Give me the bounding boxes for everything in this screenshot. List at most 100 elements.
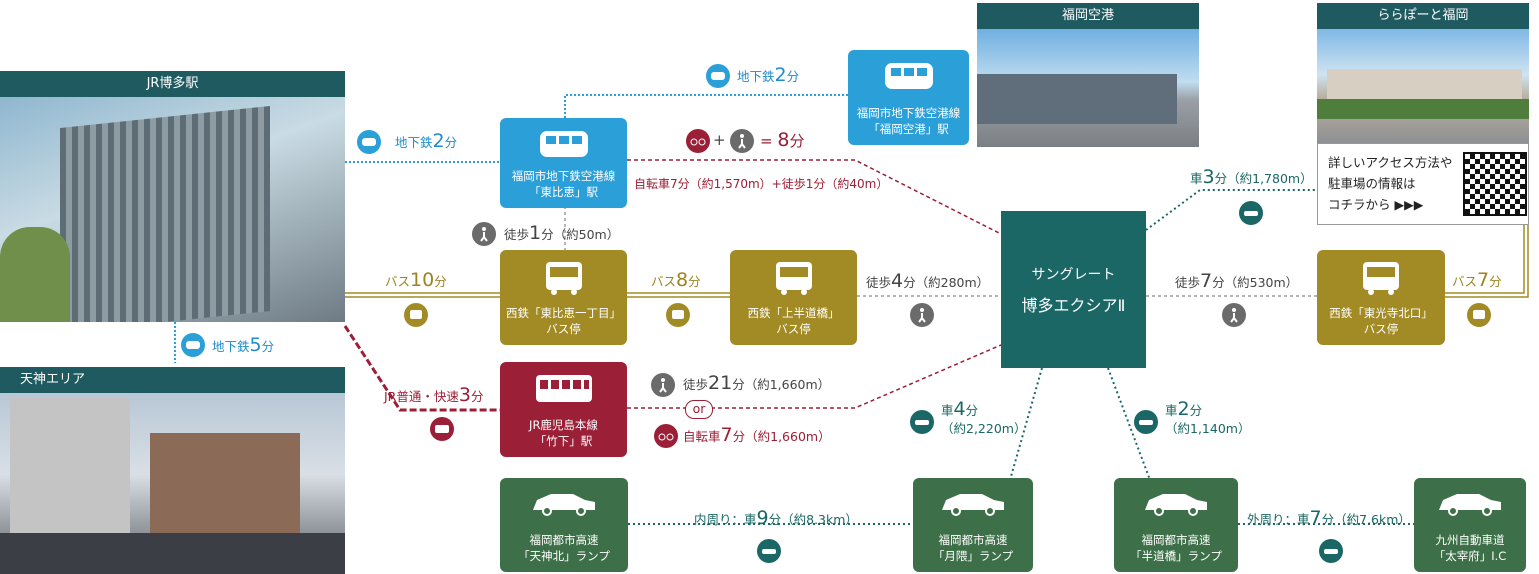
bus-icon bbox=[545, 262, 582, 295]
stop-type: バス停 bbox=[1363, 322, 1399, 336]
ic-dazaifu: 九州自動車道 「太宰府」I.C bbox=[1414, 478, 1526, 572]
route-car-3: 車3分（約1,780m） bbox=[1190, 166, 1313, 188]
route-bus-10: バス10分 bbox=[385, 269, 447, 291]
qr-code-icon[interactable] bbox=[1463, 152, 1527, 216]
walking-icon bbox=[730, 129, 754, 153]
station-name: 「福岡空港」駅 bbox=[868, 122, 949, 136]
car-icon bbox=[1439, 494, 1501, 516]
airport-title: 福岡空港 bbox=[977, 3, 1199, 29]
station-line: JR鹿児島本線 bbox=[529, 418, 598, 432]
subway-icon bbox=[357, 130, 381, 154]
ramp-gekkuma: 福岡都市高速 「月隈」ランプ bbox=[913, 478, 1033, 572]
station-name: 「東比恵」駅 bbox=[529, 185, 598, 199]
route-jr: JR普通・快速3分 bbox=[384, 384, 484, 406]
bus-icon bbox=[666, 303, 690, 327]
car-icon bbox=[910, 410, 934, 434]
subway-icon bbox=[706, 64, 730, 88]
route-inner-loop: 内周り：車9分（約8.3km） bbox=[694, 507, 858, 529]
center-line-2: 博多エクシアⅡ bbox=[1021, 295, 1126, 315]
walking-icon bbox=[651, 373, 675, 397]
jr-hakata-title: JR博多駅 bbox=[0, 71, 345, 97]
station-line: 福岡市地下鉄空港線 bbox=[856, 106, 961, 120]
route-car-4: 車4分（約2,220m） bbox=[941, 398, 1027, 437]
bicycle-icon bbox=[686, 129, 710, 153]
bus-line-8 bbox=[627, 292, 730, 298]
route-walk-21: 徒歩21分（約1,660m） bbox=[683, 372, 831, 394]
bus-stop-kamihandou: 西鉄「上半道橋」 バス停 bbox=[730, 250, 857, 345]
ramp-line: 福岡都市高速 bbox=[938, 533, 1008, 547]
train-icon bbox=[884, 63, 933, 89]
tenjin-title: 天神エリア bbox=[0, 367, 345, 393]
stop-type: バス停 bbox=[546, 322, 581, 336]
ramp-name: 「半道橋」ランプ bbox=[1130, 549, 1222, 563]
ramp-line: 福岡都市高速 bbox=[529, 533, 599, 547]
station-takeshita: JR鹿児島本線 「竹下」駅 bbox=[500, 362, 627, 457]
route-outer-loop: 外周り：車7分（約7.6km） bbox=[1247, 507, 1411, 529]
route-bike-7: 自転車7分（約1,660m） bbox=[683, 424, 831, 446]
car-icon bbox=[1319, 539, 1343, 563]
plus-sign: + bbox=[713, 131, 726, 149]
station-line: 福岡市地下鉄空港線 bbox=[511, 169, 616, 183]
route-walk-4: 徒歩4分（約280m） bbox=[866, 270, 990, 292]
route-walk-7: 徒歩7分（約530m） bbox=[1175, 270, 1299, 292]
bus-icon bbox=[1363, 262, 1399, 295]
car-icon bbox=[1145, 494, 1207, 516]
route-bike-walk-detail: 自転車7分（約1,570m）+徒歩1分（約40m） bbox=[634, 177, 889, 191]
tenjin-photo bbox=[0, 393, 345, 574]
train-icon bbox=[539, 131, 588, 157]
stop-name: 西鉄「東比恵一丁目」 bbox=[506, 306, 621, 320]
bike-line-higashihie bbox=[627, 159, 1002, 235]
car-icon bbox=[1239, 201, 1263, 225]
stop-name: 西鉄「上半道橋」 bbox=[747, 306, 840, 320]
ic-line: 九州自動車道 bbox=[1435, 533, 1505, 547]
car-icon bbox=[942, 494, 1004, 516]
route-bus-7: バス7分 bbox=[1452, 269, 1502, 291]
bus-stop-higashihie: 西鉄「東比恵一丁目」 バス停 bbox=[500, 250, 627, 345]
ramp-handoubashi: 福岡都市高速 「半道橋」ランプ bbox=[1114, 478, 1238, 572]
walking-icon bbox=[472, 222, 496, 246]
route-bus-8: バス8分 bbox=[651, 269, 701, 291]
ramp-tenjinkita: 福岡都市高速 「天神北」ランプ bbox=[500, 478, 628, 572]
bus-icon bbox=[404, 303, 428, 327]
route-subway-tenjin: 地下鉄5分 bbox=[212, 334, 275, 356]
subway-line-airport bbox=[564, 94, 848, 118]
qr-text-2: 駐車場の情報は bbox=[1328, 176, 1416, 191]
bicycle-icon bbox=[654, 424, 678, 448]
bus-line-7 bbox=[1445, 225, 1529, 298]
car-icon bbox=[1134, 410, 1158, 434]
ramp-line: 福岡都市高速 bbox=[1141, 533, 1211, 547]
stop-name: 西鉄「東光寺北口」 bbox=[1329, 306, 1433, 320]
walking-icon bbox=[910, 303, 934, 327]
subway-icon bbox=[181, 333, 205, 357]
route-bike-walk-total: = 8分 bbox=[760, 129, 805, 151]
jr-line bbox=[343, 325, 500, 412]
route-subway-airport: 地下鉄2分 bbox=[737, 64, 800, 86]
car-icon bbox=[533, 494, 595, 516]
route-walk-1: 徒歩1分（約50m） bbox=[504, 222, 620, 244]
or-badge: or bbox=[685, 400, 713, 419]
bus-stop-higashikouji: 西鉄「東光寺北口」 バス停 bbox=[1317, 250, 1445, 345]
stop-type: バス停 bbox=[776, 322, 811, 336]
bus-icon bbox=[775, 262, 812, 295]
walking-icon bbox=[1222, 303, 1246, 327]
sungrate-hakata-exia: サングレート 博多エクシアⅡ bbox=[1001, 211, 1146, 368]
lalaport-photo bbox=[1317, 29, 1529, 143]
bike-line-takeshita bbox=[627, 344, 1002, 409]
route-car-2: 車2分（約1,140m） bbox=[1165, 398, 1251, 437]
lalaport-title: ららぽーと福岡 bbox=[1317, 3, 1529, 29]
qr-info-box[interactable]: 詳しいアクセス方法や 駐車場の情報は コチラから ▶▶▶ bbox=[1317, 143, 1529, 225]
center-line-1: サングレート bbox=[1031, 266, 1116, 283]
bus-icon bbox=[1467, 303, 1491, 327]
car-icon bbox=[757, 539, 781, 563]
route-subway-hakata: 地下鉄2分 bbox=[395, 130, 458, 152]
station-name: 「竹下」駅 bbox=[534, 434, 593, 448]
ramp-name: 「天神北」ランプ bbox=[518, 549, 610, 563]
jr-train-icon bbox=[430, 417, 454, 441]
ramp-name: 「月隈」ランプ bbox=[932, 549, 1014, 563]
qr-text-1: 詳しいアクセス方法や bbox=[1328, 155, 1453, 170]
station-higashihie: 福岡市地下鉄空港線 「東比恵」駅 bbox=[500, 118, 627, 208]
ic-name: 「太宰府」I.C bbox=[1433, 549, 1507, 563]
jr-hakata-photo bbox=[0, 97, 345, 322]
